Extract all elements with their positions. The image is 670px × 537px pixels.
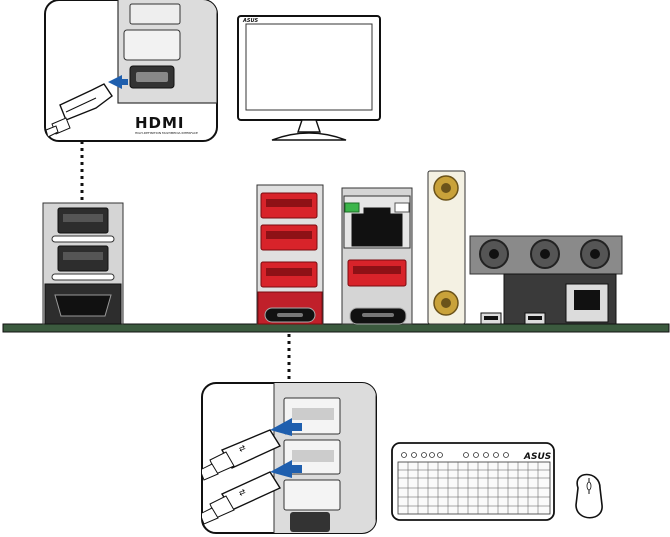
lan-led-green <box>345 203 359 212</box>
audio-stack <box>470 236 622 324</box>
motherboard-edge <box>3 324 669 332</box>
monitor-brand: ASUS <box>242 18 259 24</box>
hdmi-logo: HDMI <box>135 114 185 132</box>
keyboard: ASUS <box>392 443 554 520</box>
keyboard-brand: ASUS <box>523 452 551 462</box>
usb-port <box>284 480 340 510</box>
hdmi-tagline: HIGH-DEFINITION MULTIMEDIA INTERFACE <box>135 131 198 135</box>
red-usb-stack <box>257 185 323 324</box>
monitor: ASUS <box>238 16 380 140</box>
usb-hdmi-stack <box>43 203 123 324</box>
rear-io-panel <box>3 171 669 332</box>
wifi-antenna-bracket <box>428 171 465 324</box>
mouse <box>576 475 602 518</box>
lan-usb-stack <box>342 188 412 324</box>
hdmi-port <box>55 295 111 316</box>
usb-callout: ⇄ ⇄ <box>200 380 376 537</box>
hdmi-callout: HDMI HIGH-DEFINITION MULTIMEDIA INTERFAC… <box>45 0 217 141</box>
ethernet-port <box>352 208 402 246</box>
lan-led <box>395 203 409 212</box>
